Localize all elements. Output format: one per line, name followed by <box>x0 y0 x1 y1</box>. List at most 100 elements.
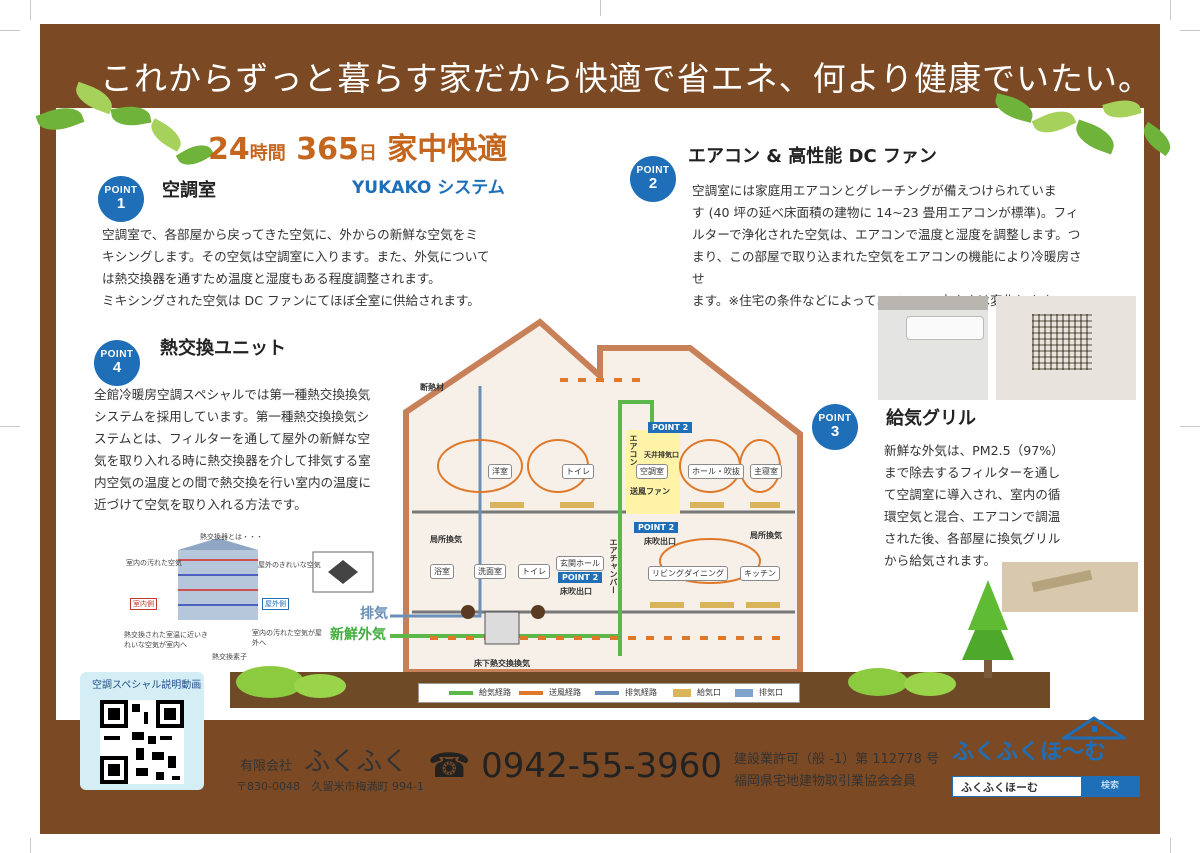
point-3-line: された後、各部屋に換気グリル <box>884 531 1061 546</box>
association-member: 福岡県宅地建物取引業協会会員 <box>734 774 917 789</box>
underfloor-label: 床下熱交換換気 <box>474 659 530 668</box>
company-prefix: 有限会社 <box>240 759 293 774</box>
room-label: ホール・吹抜 <box>688 464 744 479</box>
company-name: 有限会社 ふくふく <box>240 741 408 778</box>
address-text: 久留米市梅満町 994-1 <box>311 780 424 793</box>
ceiling-shape <box>878 296 988 310</box>
point-badge-word: POINT <box>104 185 138 196</box>
legend-swatch <box>449 691 473 695</box>
legend-swatch <box>595 691 619 695</box>
qr-caption: 空調スペシャル説明動画 <box>92 680 202 691</box>
crop-mark <box>600 0 601 16</box>
phone-icon: ☎ <box>428 746 471 786</box>
exhaust-label: 排気 <box>360 606 388 622</box>
qr-code[interactable] <box>100 700 184 784</box>
license-number: 建設業許可（般 -1）第 112778 号 <box>734 752 939 767</box>
exchanger-dirty-air: 室内の汚れた空気 <box>126 559 182 567</box>
legend-label: 給気口 <box>697 688 721 697</box>
point-3-line: まで除去するフィルターを通し <box>884 465 1061 480</box>
crop-mark <box>30 0 31 20</box>
point-badge-number: 4 <box>112 359 122 376</box>
point-badge-number: 1 <box>116 195 126 212</box>
point2-tag: POINT 2 <box>634 522 679 533</box>
crop-mark <box>0 30 20 31</box>
point-badge-word: POINT <box>100 349 134 360</box>
point-3-line: て空調室に導入され、室内の循 <box>884 487 1061 502</box>
room-label: トイレ <box>518 564 550 579</box>
room-label: キッチン <box>740 566 780 581</box>
phone-text: 0942-55-3960 <box>481 746 723 786</box>
legend-swatch <box>735 689 753 697</box>
exchanger-clean-air: 屋外のきれいな空気 <box>258 561 321 569</box>
floor-grille-photo <box>1002 562 1138 612</box>
main-title: 24時間 365日 家中快適 <box>208 124 507 168</box>
room-label: 洗面室 <box>474 564 506 579</box>
room-label: 主寝室 <box>750 464 782 479</box>
room-label: トイレ <box>562 464 594 479</box>
search-button[interactable]: 検索 <box>1081 777 1139 796</box>
room-label: 玄関ホール <box>556 556 604 571</box>
crop-mark <box>1180 30 1200 31</box>
chamber-label: エアチャンバー <box>609 538 618 594</box>
grating-photo <box>996 296 1136 400</box>
room-label: 浴室 <box>430 564 454 579</box>
point-2-text: 空調室には家庭用エアコンとグレーチングが備えつけられていま す (40 坪の延べ… <box>692 180 1092 312</box>
exchanger-element: 熱交換素子 <box>212 653 247 661</box>
floor-outlet-label: 床吹出口 <box>644 537 676 546</box>
house-shell <box>390 318 803 672</box>
main-title-word: 家中快適 <box>387 132 508 167</box>
search-box[interactable]: ふくふくほーむ 検索 <box>952 776 1140 797</box>
local-exhaust-label: 局所換気 <box>430 535 462 544</box>
local-exhaust-label: 局所換気 <box>750 531 782 540</box>
fan-core <box>328 560 358 584</box>
aircon-vertical-label: エアコン <box>629 434 638 466</box>
supply-grille <box>650 602 684 608</box>
legend-swatch <box>673 689 691 697</box>
supply-grille <box>490 502 524 508</box>
point-2-line: まり、この部屋で取り込まれた空気をエアコンの機能により冷暖房させ <box>692 249 1082 286</box>
exchanger-body <box>178 550 258 620</box>
legend-label: 給気経路 <box>479 688 511 697</box>
floor-fan <box>461 605 475 619</box>
system-subtitle: YUKAKO システム <box>352 178 505 198</box>
point-4-line: 近づけて空気を取り入れる方法です。 <box>94 497 307 512</box>
heat-exchanger-illustration <box>178 538 374 620</box>
supply-grille <box>690 502 724 508</box>
crop-mark <box>0 426 20 427</box>
point-1-line: キシングします。その空気は空調室に入ります。また、外気について <box>102 249 490 264</box>
point-3-line: 環空気と混合、エアコンで調温 <box>884 509 1061 524</box>
search-text: ふくふくほーむ <box>961 781 1038 794</box>
brand-logo-text: ふくふくほ〜む <box>952 740 1107 765</box>
fresh-air-label: 新鮮外気 <box>330 627 386 643</box>
exchanger-title: 熱交換器とは・・・ <box>200 533 263 541</box>
exhaust-path <box>390 386 482 618</box>
bush <box>848 668 908 696</box>
aircon-room-label: 空調室 <box>636 464 668 479</box>
legend-label: 排気口 <box>759 688 783 697</box>
point-1-badge: POINT 1 <box>98 176 144 222</box>
heat-exchange-unit <box>484 611 520 645</box>
point-3-badge: POINT 3 <box>812 404 858 450</box>
company-main: ふくふく <box>304 747 409 777</box>
grating-shape <box>1032 314 1092 370</box>
point-badge-word: POINT <box>636 165 670 176</box>
bush <box>294 674 346 698</box>
point-4-badge: POINT 4 <box>94 340 140 386</box>
point-4-title: 熱交換ユニット <box>160 338 286 359</box>
point-2-line: す (40 坪の延べ床面積の建物に 14~23 畳用エアコンが標準)。フィ <box>692 205 1079 220</box>
point-2-line: ルターで浄化された空気は、エアコンで温度と湿度を調整します。つ <box>692 227 1081 242</box>
circulation-loop <box>659 538 761 584</box>
exchanger-indoor: 室内側 <box>130 598 157 610</box>
crop-mark <box>1180 426 1200 427</box>
point-badge-word: POINT <box>818 413 852 424</box>
point-1-line: ミキシングされた空気は DC ファンにてほぼ全室に供給されます。 <box>102 293 480 308</box>
legend-label: 排気経路 <box>625 688 657 697</box>
exchanger-note-right: 室内の汚れた空気が屋外へ <box>252 629 322 647</box>
crop-mark <box>30 838 31 853</box>
point-3-line: 新鮮な外気は、PM2.5（97%） <box>884 443 1064 458</box>
phone-number[interactable]: ☎ 0942-55-3960 <box>428 746 722 786</box>
aircon-photo <box>878 296 988 400</box>
point-1-text: 空調室で、各部屋から戻ってきた空気に、外からの新鮮な空気をミ キシングします。そ… <box>102 224 502 312</box>
point-2-title: エアコン & 高性能 DC ファン <box>688 146 937 167</box>
legend-label: 送風経路 <box>549 688 581 697</box>
